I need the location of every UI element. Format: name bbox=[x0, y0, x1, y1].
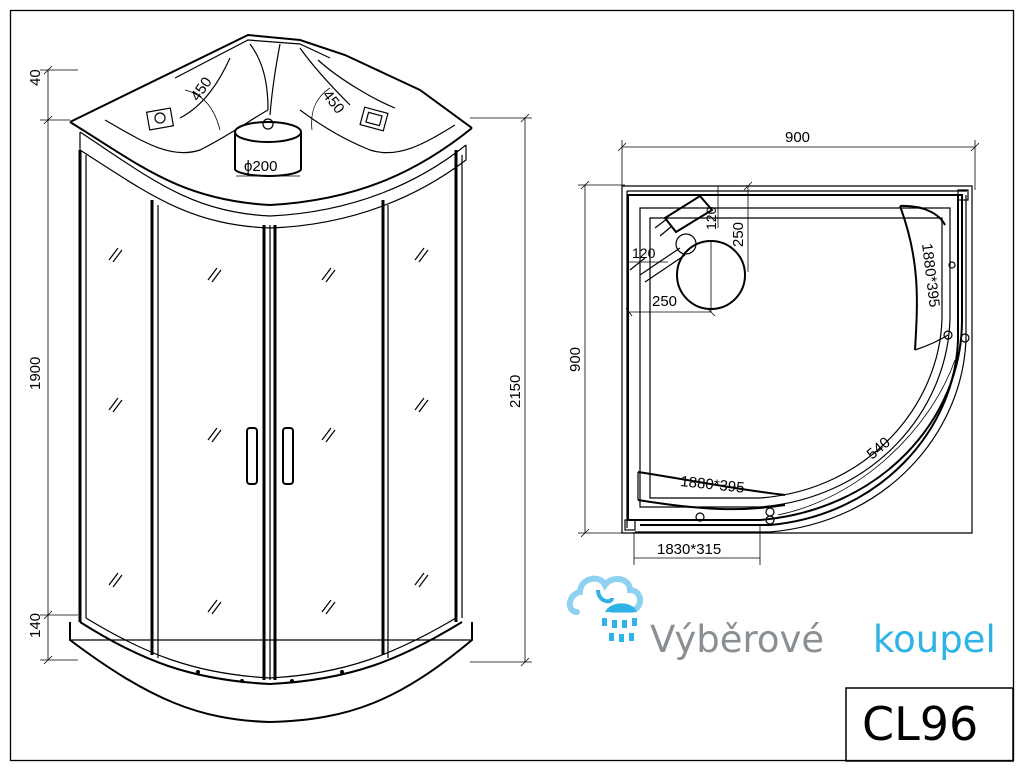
dim-side-panel-bottom: 1880*395 bbox=[680, 473, 746, 497]
dim-height-glass: 1900 bbox=[27, 357, 44, 390]
dim-overhead: ϕ200 bbox=[244, 158, 277, 175]
dim-plan-depth: 900 bbox=[567, 347, 584, 372]
brand-name-part2: koupel bbox=[873, 618, 996, 661]
model-label: CL96 bbox=[862, 697, 978, 751]
drawing-border bbox=[9, 9, 1015, 762]
model-box: CL96 bbox=[845, 687, 1014, 762]
brand-name-part1: Výběrové bbox=[650, 618, 824, 661]
dim-plan-width: 900 bbox=[785, 129, 810, 146]
dim-door: 1830*315 bbox=[657, 541, 721, 558]
dim-250-vertical: 250 bbox=[730, 222, 747, 247]
front-view: 40 1900 140 2150 450 450 bbox=[27, 33, 532, 724]
dim-base-tray: 140 bbox=[27, 613, 44, 638]
dim-250-horizontal: 250 bbox=[652, 293, 677, 310]
cloud-shower-icon bbox=[566, 575, 643, 642]
plan-view: 900 900 1880*395 1 bbox=[567, 129, 980, 565]
dim-120-horizontal: 120 bbox=[632, 245, 656, 261]
dim-total-height: 2150 bbox=[507, 375, 524, 408]
dim-top-tray: 40 bbox=[27, 69, 44, 86]
brand-logo: Výběrové koupel bbox=[566, 575, 996, 661]
